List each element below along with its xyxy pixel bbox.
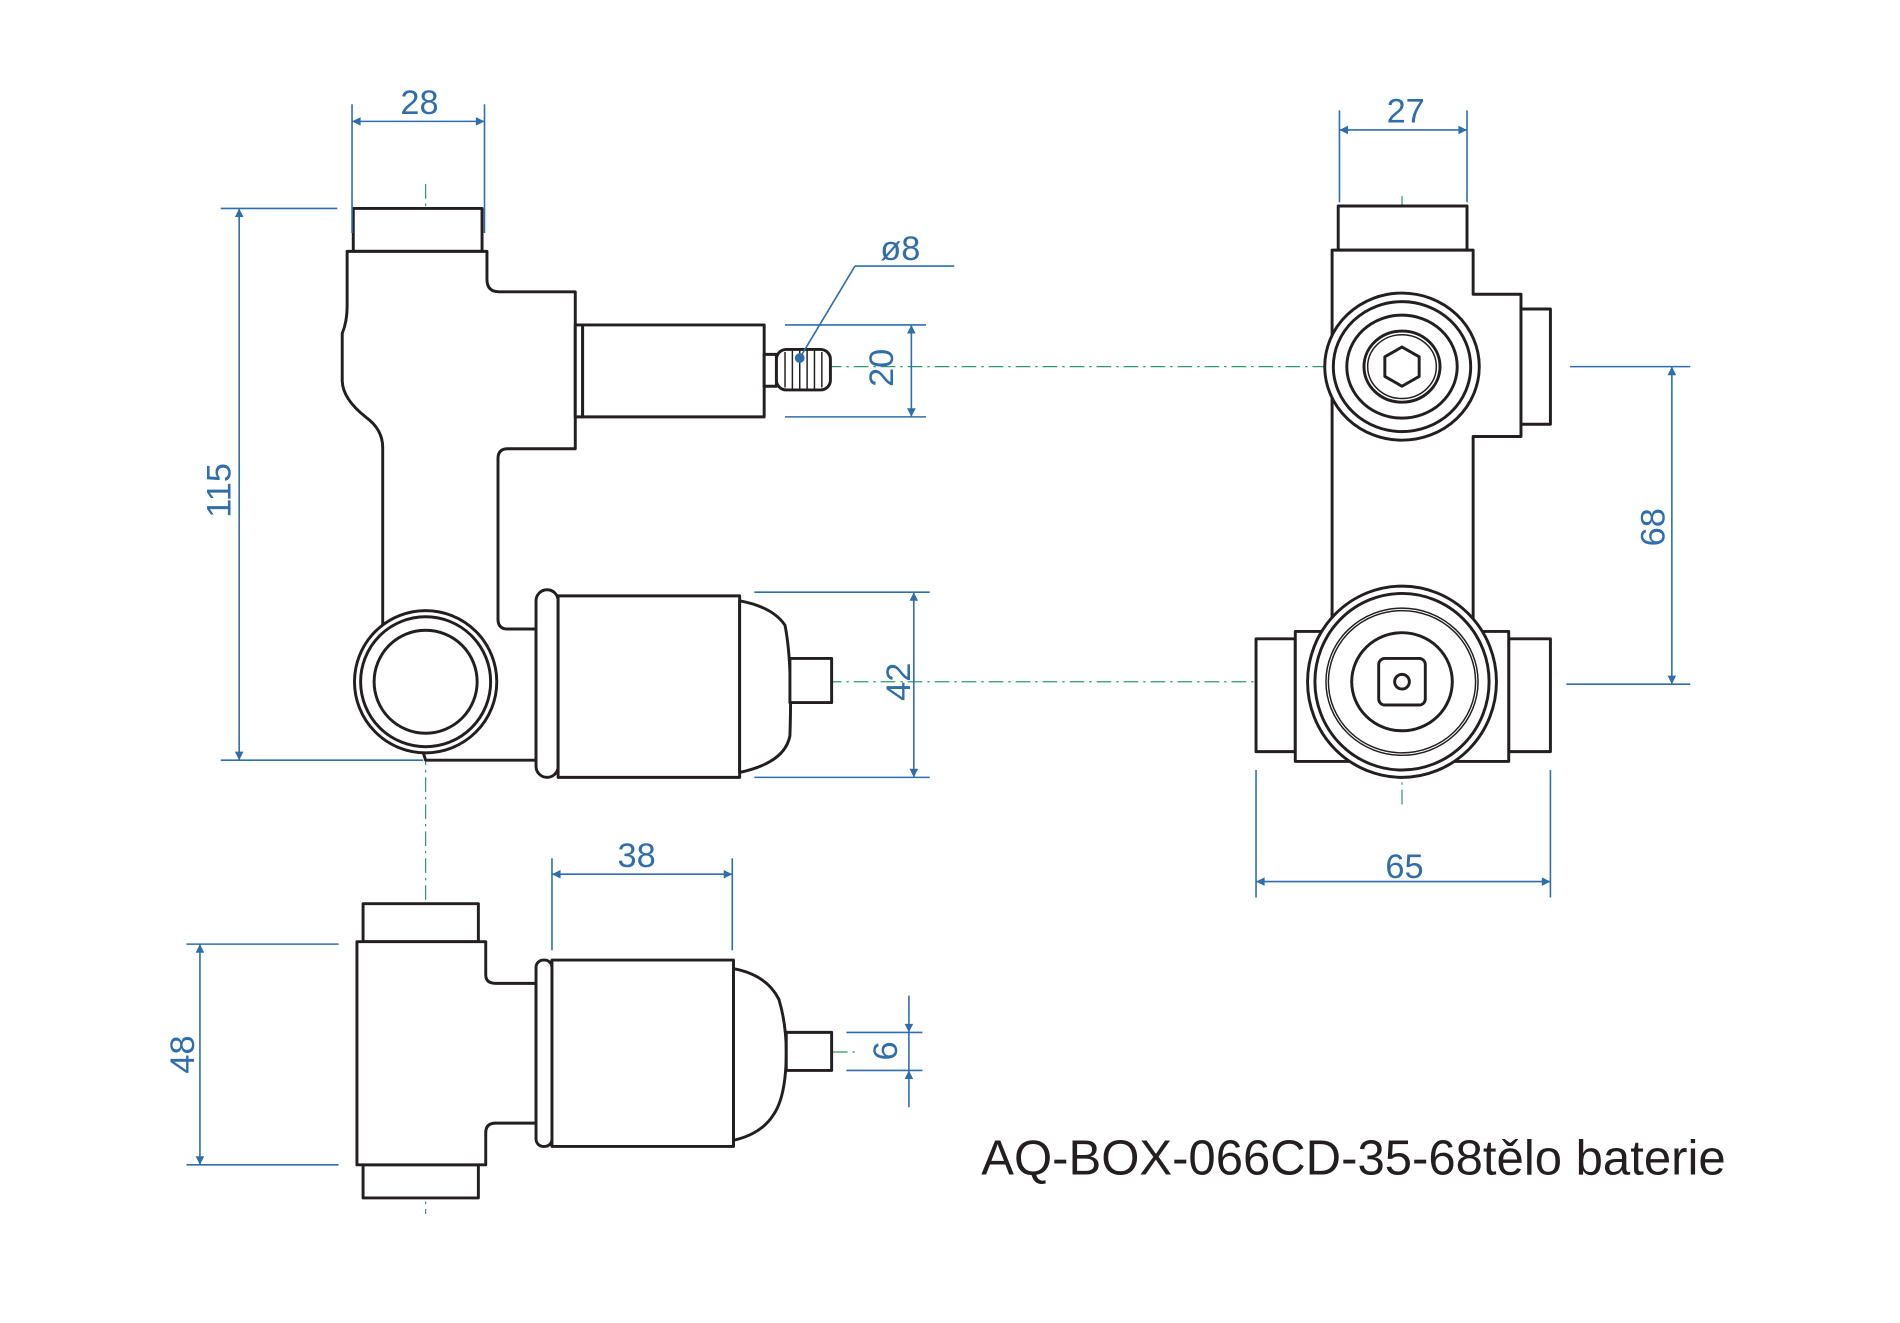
dim-27: 27 bbox=[1387, 93, 1425, 131]
square-socket-icon bbox=[1377, 656, 1427, 707]
dim-28: 28 bbox=[400, 84, 438, 122]
bottom-view bbox=[355, 902, 834, 1200]
dim-65: 65 bbox=[1385, 848, 1423, 886]
dim-9: 9 bbox=[865, 1041, 903, 1060]
front-view bbox=[1254, 204, 1552, 779]
drawing-title: AQ-BOX-066CD-35-68tělo baterie bbox=[981, 1132, 1725, 1186]
hex-socket-icon bbox=[1383, 345, 1421, 388]
cartridge bbox=[556, 594, 742, 779]
side-view bbox=[340, 206, 834, 779]
top-cap bbox=[351, 206, 484, 253]
dim-38: 38 bbox=[618, 837, 656, 875]
cartridge-ring bbox=[534, 588, 560, 779]
dim-42: 42 bbox=[880, 663, 918, 701]
dim-68: 68 bbox=[1634, 508, 1672, 546]
knurled-spindle bbox=[774, 347, 832, 392]
spindle-housing bbox=[581, 323, 766, 419]
cartridge-stub bbox=[788, 656, 834, 705]
dim-20: 20 bbox=[863, 349, 901, 387]
dimensions: 28 115 20 ø8 42 27 68 65 38 48 9 bbox=[164, 84, 1691, 1166]
dim-48: 48 bbox=[164, 1035, 202, 1073]
outlet-circle bbox=[353, 609, 499, 755]
dim-diameter-8: ø8 bbox=[880, 230, 920, 268]
dim-115: 115 bbox=[201, 463, 239, 518]
